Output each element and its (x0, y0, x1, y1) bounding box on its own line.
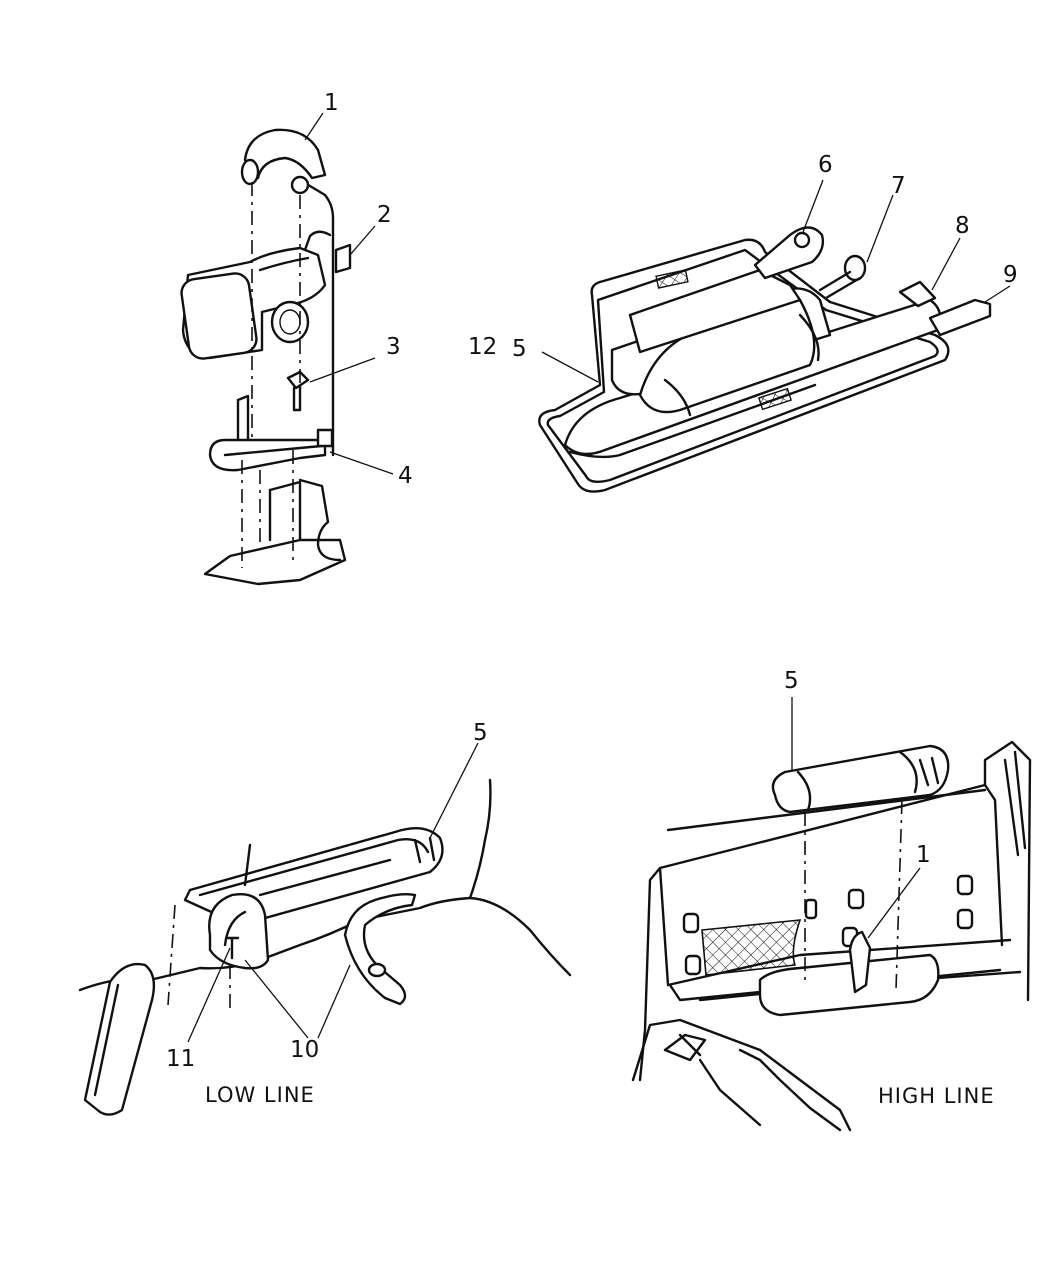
extension-part (818, 254, 867, 300)
callout-2: 2 (377, 202, 392, 228)
hook-clip-part (240, 128, 327, 195)
callout-1-high: 1 (916, 842, 931, 868)
wrench-part (753, 226, 825, 280)
callout-6: 6 (818, 152, 833, 178)
socket-part (898, 280, 937, 308)
callout-3: 3 (386, 334, 401, 360)
callout-8: 8 (955, 213, 970, 239)
callout-11: 11 (166, 1046, 195, 1072)
callout-5-low: 5 (473, 720, 488, 746)
bracket-part (208, 394, 334, 472)
jack-handle-part (180, 246, 327, 360)
bolt-part (286, 370, 310, 412)
callout-7: 7 (891, 173, 906, 199)
callout-labels: 1 2 3 4 6 7 8 9 12 5 5 10 11 5 1 (166, 90, 1018, 1072)
bar-part (928, 298, 992, 337)
tool-roll-assembly (538, 226, 992, 493)
caption-high-line: HIGH LINE (878, 1084, 995, 1108)
jack-mount-assembly (180, 128, 352, 586)
callout-1-top: 1 (324, 90, 339, 116)
callout-9: 9 (1003, 262, 1018, 288)
callout-4: 4 (398, 463, 413, 489)
callout-10: 10 (290, 1037, 319, 1063)
high-line-view (631, 740, 1032, 1132)
callout-12: 12 (468, 334, 497, 360)
low-line-view (78, 778, 572, 1116)
callout-5-top: 5 (512, 336, 527, 362)
callout-5-high: 5 (784, 668, 799, 694)
caption-low-line: LOW LINE (205, 1083, 315, 1107)
leader-lines (187, 112, 1011, 1043)
